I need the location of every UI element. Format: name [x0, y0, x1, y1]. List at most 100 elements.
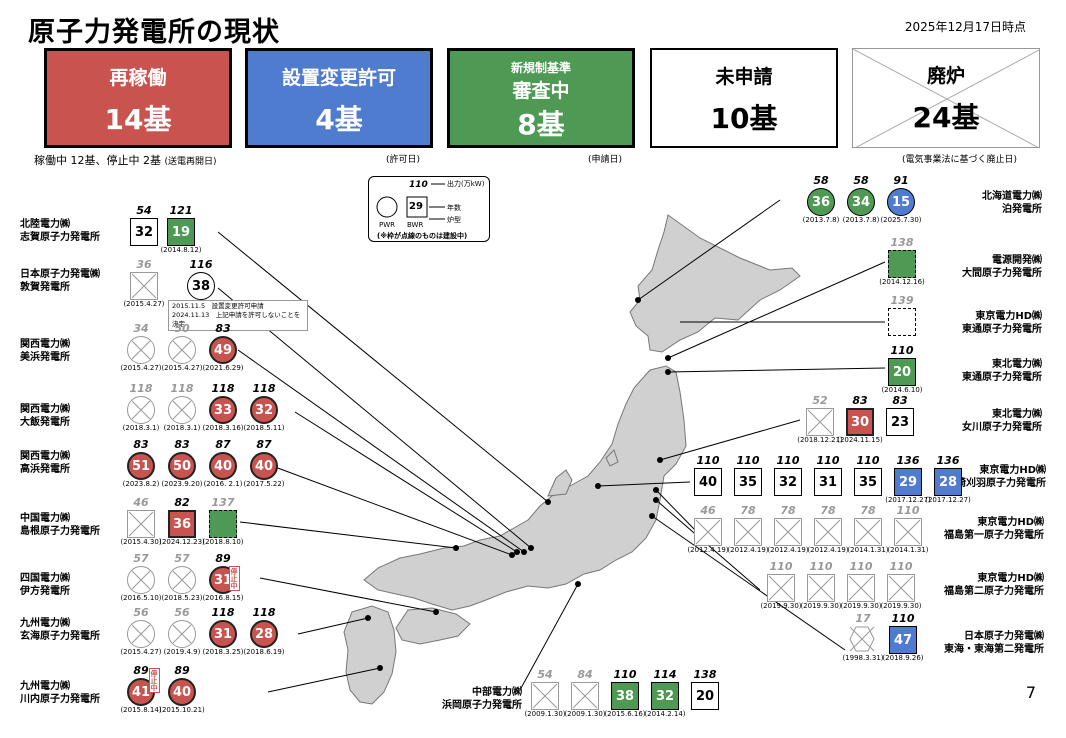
unit-marker: 51 — [127, 452, 155, 480]
legend-output-label: 出力(万kW) — [447, 180, 485, 188]
operator-ohma: 電源開発㈱大間原子力発電所 — [962, 255, 1042, 279]
decommissioned-unit-marker — [531, 682, 559, 710]
operator-takahama: 関西電力㈱高浜発電所 — [20, 451, 70, 475]
unit-marker: 36 — [168, 510, 196, 538]
unit-output: 83 — [852, 394, 868, 407]
decommissioned-unit-marker — [168, 620, 196, 648]
unit-date: (2019.4.9) — [163, 648, 201, 656]
decommissioned-unit-marker — [854, 518, 882, 546]
summary-permitted-box: 設置変更許可 4基 — [245, 48, 433, 148]
unit-ohi-1: 118(2018.3.1) — [123, 382, 160, 434]
summary-review-count: 8基 — [517, 108, 565, 141]
as-of-date: 2025年12月17日時点 — [904, 20, 1026, 34]
legend-graphic — [376, 183, 445, 220]
unit-date: (2018.8.10) — [202, 538, 244, 546]
decommissioned-unit-marker — [168, 396, 196, 424]
note-restart-text: 稼働中 12基、停止中 2基 — [34, 154, 161, 167]
unit-shimane-3: 137 (2018.8.10) — [202, 496, 243, 548]
unit-output: 46 — [133, 496, 149, 509]
unit-date: (2014.1.31) — [887, 546, 929, 554]
shikoku-shape — [395, 607, 471, 645]
note-restart: 稼働中 12基、停止中 2基 (送電再開日) — [34, 152, 217, 168]
unit-f2-3: 110(2019.9.30) — [840, 560, 881, 612]
page-number: 7 — [1025, 683, 1036, 702]
unit-output: 138 — [890, 236, 914, 249]
unit-marker: 47 — [889, 626, 917, 654]
legend-dashed-note: (※枠が点線のものは建設中) — [377, 232, 468, 240]
decommissioned-unit-marker — [127, 510, 155, 538]
unit-date: (2017.12.27) — [925, 496, 971, 504]
decommissioned-unit-marker — [130, 272, 158, 300]
unit-output: 137 — [211, 496, 235, 509]
unit-output: 118 — [252, 606, 276, 619]
unit-date: (2015.4.30) — [120, 538, 162, 546]
unit-date: (2018.5.11) — [243, 424, 285, 432]
unit-tokai-1: 17(1998.3.31) — [842, 612, 883, 664]
unit-hamaoka-1: 54(2009.1.30) — [524, 668, 565, 720]
unit-output: 110 — [776, 454, 800, 467]
unit-date: (2015.4.27) — [161, 364, 203, 372]
unit-output: 82 — [174, 496, 190, 509]
operator-f1: 東京電力HD㈱福島第一原子力発電所 — [944, 517, 1044, 541]
unit-output: 116 — [189, 258, 213, 271]
unit-output: 138 — [693, 668, 717, 681]
decommissioned-unit-marker — [127, 566, 155, 594]
unit-date: (2012.4.19) — [687, 546, 729, 554]
unit-f2-4: 110(2019.9.30) — [880, 560, 921, 612]
decommissioned-unit-marker — [168, 566, 196, 594]
unit-output: 34 — [133, 322, 149, 335]
operator-tepco-higashidori: 東京電力HD㈱東通原子力発電所 — [962, 311, 1042, 335]
legend-output-value: 110 — [409, 180, 428, 190]
unit-output: 78 — [780, 504, 796, 517]
unit-output: 110 — [890, 344, 914, 357]
unit-marker: 30 — [846, 408, 874, 436]
unit-output: 110 — [613, 668, 637, 681]
unit-date: (2017.5.22) — [243, 480, 285, 488]
cross-icon — [768, 575, 794, 601]
operator-f2: 東京電力HD㈱福島第二原子力発電所 — [944, 573, 1044, 597]
unit-output: 110 — [889, 560, 913, 573]
unit-output: 78 — [820, 504, 836, 517]
unit-ohi-2: 118(2018.3.1) — [164, 382, 201, 434]
unit-output: 89 — [174, 664, 190, 677]
decommissioned-unit-marker — [894, 518, 922, 546]
unit-f1-2: 78(2012.4.19) — [727, 504, 768, 556]
unit-output: 83 — [133, 438, 149, 451]
unit-marker: 19 — [167, 218, 195, 246]
unit-output: 57 — [174, 552, 190, 565]
unit-output: 78 — [860, 504, 876, 517]
unit-f1-6: 110(2014.1.31) — [887, 504, 928, 556]
summary-restart-count: 14基 — [104, 103, 172, 136]
cross-icon — [128, 511, 154, 537]
unit-mihama-2: 50(2015.4.27) — [161, 322, 202, 374]
cross-icon — [172, 340, 192, 360]
legend-pwr: PWR — [379, 221, 396, 229]
unit-date: (2016.5.10) — [120, 594, 162, 602]
decommissioned-unit-marker — [694, 518, 722, 546]
unit-date: (2015.4.27) — [120, 364, 162, 372]
summary-decommission-label: 廃炉 — [926, 65, 965, 87]
legend-type-label: 炉型 — [447, 216, 461, 224]
summary-unapplied-label: 未申請 — [715, 66, 773, 88]
unit-date: (2019.9.30) — [800, 602, 842, 610]
cross-icon — [848, 575, 874, 601]
unit-marker: 36 — [807, 188, 835, 216]
decommissioned-unit-marker — [814, 518, 842, 546]
unit-date: (2023.8.2) — [122, 480, 160, 488]
unit-output: 17 — [855, 612, 871, 625]
unit-marker: 28 — [250, 620, 278, 648]
unit-output: 46 — [700, 504, 716, 517]
